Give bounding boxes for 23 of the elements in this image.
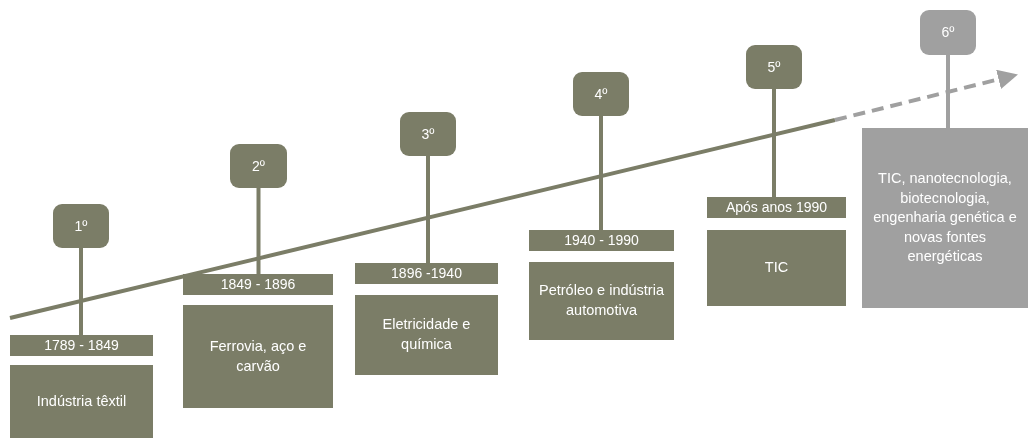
description-box: Eletricidade e química (355, 295, 498, 375)
description-box: Petróleo e indústria automotiva (529, 262, 674, 340)
connector-line (426, 156, 430, 263)
connector-line (599, 116, 603, 230)
description-box: TIC (707, 230, 846, 306)
wave-number-badge: 1º (53, 204, 109, 248)
connector-line (946, 55, 950, 128)
connector-line (256, 188, 261, 274)
wave-number-badge: 5º (746, 45, 802, 89)
period-label: 1849 - 1896 (183, 274, 333, 295)
connector-line (79, 248, 83, 335)
wave-number-badge: 3º (400, 112, 456, 156)
period-label: 1896 -1940 (355, 263, 498, 284)
wave-number-badge: 4º (573, 72, 629, 116)
period-label: Após anos 1990 (707, 197, 846, 218)
wave-number-badge: 2º (230, 144, 287, 188)
period-label: 1940 - 1990 (529, 230, 674, 251)
period-label: 1789 - 1849 (10, 335, 153, 356)
description-box: Indústria têxtil (10, 365, 153, 438)
description-box: Ferrovia, aço e carvão (183, 305, 333, 408)
description-box: TIC, nanotecnologia, biotecnologia, engenharia genética e novas fontes energéticas (862, 128, 1028, 308)
connector-line (772, 89, 776, 197)
wave-number-badge: 6º (920, 10, 976, 55)
